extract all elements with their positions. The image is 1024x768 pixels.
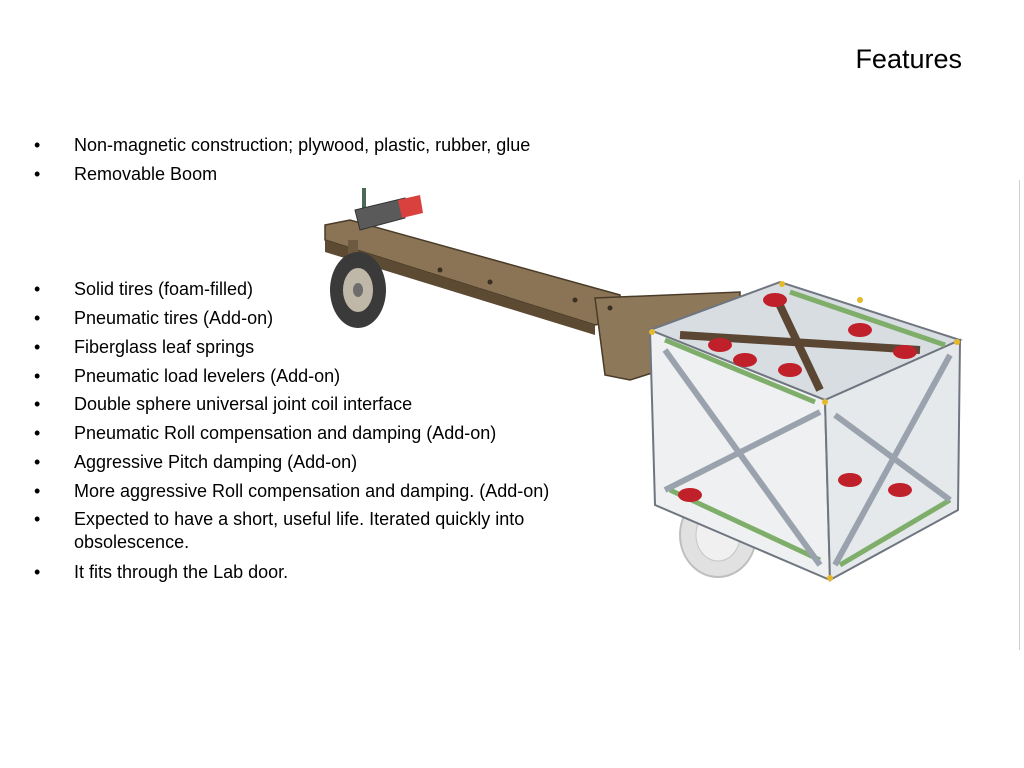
bullet-text: Double sphere universal joint coil inter…	[74, 394, 413, 414]
bullet-text: Solid tires (foam-filled)	[74, 279, 254, 299]
bullet-marker: •	[34, 135, 41, 155]
front-caster-wheel	[330, 240, 386, 328]
bullet-text: Non-magnetic construction; plywood, plas…	[74, 135, 531, 155]
bullet-item: • Fiberglass leaf springs	[30, 336, 610, 359]
bullet-item: • Expected to have a short, useful life.…	[30, 508, 590, 554]
bullet-text: Aggressive Pitch damping (Add-on)	[74, 452, 358, 472]
bullet-marker: •	[34, 481, 41, 501]
bullet-text: Removable Boom	[74, 164, 218, 184]
bullet-item: • Removable Boom	[30, 163, 610, 186]
bullet-marker: •	[34, 308, 41, 328]
bullet-marker: •	[34, 279, 41, 299]
bullet-marker: •	[34, 337, 41, 357]
bullet-item: • Double sphere universal joint coil int…	[30, 393, 610, 416]
bullet-marker: •	[34, 452, 41, 472]
bullet-item: • Aggressive Pitch damping (Add-on)	[30, 451, 610, 474]
bullet-item: • Pneumatic tires (Add-on)	[30, 307, 610, 330]
bullet-text: Fiberglass leaf springs	[74, 337, 255, 357]
bullet-item: • Non-magnetic construction; plywood, pl…	[30, 134, 610, 157]
bullet-marker: •	[34, 509, 41, 529]
bullet-text: More aggressive Roll compensation and da…	[74, 481, 550, 501]
bullet-item: • Pneumatic Roll compensation and dampin…	[30, 422, 610, 445]
bullet-item: • Solid tires (foam-filled)	[30, 278, 610, 301]
bullet-item: • More aggressive Roll compensation and …	[30, 480, 610, 503]
boom-handle	[354, 188, 423, 231]
slide-title: Features	[855, 44, 962, 74]
slide-edge-line	[1019, 180, 1020, 650]
bullet-marker: •	[34, 164, 41, 184]
bullet-marker: •	[34, 423, 41, 443]
bullet-text: Pneumatic load levelers (Add-on)	[74, 366, 341, 386]
bullet-text: Expected to have a short, useful life. I…	[74, 509, 525, 552]
bullet-text: Pneumatic tires (Add-on)	[74, 308, 274, 328]
bullet-marker: •	[34, 366, 41, 386]
bullet-text: It fits through the Lab door.	[74, 562, 289, 582]
bullet-text: Pneumatic Roll compensation and damping …	[74, 423, 497, 443]
bullet-item: • Pneumatic load levelers (Add-on)	[30, 365, 610, 388]
bullet-item: • It fits through the Lab door.	[30, 561, 610, 584]
bullet-marker: •	[34, 394, 41, 414]
cube-frame	[647, 280, 963, 582]
cart-cad-illustration	[324, 188, 963, 582]
bullet-marker: •	[34, 562, 41, 582]
